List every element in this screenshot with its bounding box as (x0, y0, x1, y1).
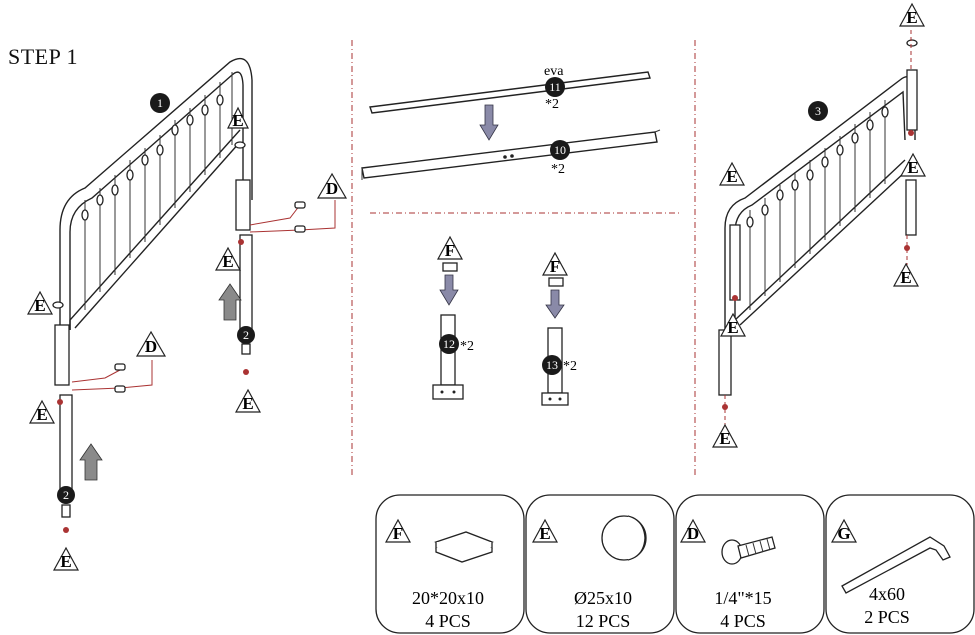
part-box-e: E Ø25x10 12 PCS (525, 494, 675, 634)
part-number-2b: 2 (63, 488, 69, 502)
rail-11: 11 eva *2 (369, 64, 651, 114)
part-box-d: D 1/4"*15 4 PCS (675, 494, 825, 634)
svg-text:10: 10 (554, 143, 566, 157)
svg-text:eva: eva (544, 64, 564, 79)
left-e-label-left: E (26, 290, 54, 315)
right-e-label-foot: E (711, 423, 739, 448)
svg-text:11: 11 (549, 80, 561, 94)
part-box-f: F 20*20x10 4 PCS (375, 494, 525, 634)
svg-text:E: E (60, 552, 71, 571)
svg-text:E: E (727, 318, 738, 337)
svg-text:2 PCS: 2 PCS (864, 607, 910, 627)
svg-text:E: E (906, 8, 917, 27)
part-number-3: 3 (808, 101, 828, 121)
allen-key-icon (841, 536, 951, 594)
svg-text:20*20x10: 20*20x10 (412, 588, 484, 608)
svg-text:12: 12 (443, 337, 455, 351)
svg-text:D: D (687, 524, 699, 543)
right-e-label-post: E (892, 262, 920, 287)
left-e-label-mid: E (214, 246, 242, 271)
svg-text:F: F (550, 257, 560, 276)
svg-text:1/4"*15: 1/4"*15 (714, 588, 771, 608)
svg-text:2: 2 (63, 488, 69, 502)
svg-text:F: F (393, 524, 403, 543)
svg-text:4x60: 4x60 (869, 584, 905, 604)
svg-text:*2: *2 (545, 97, 559, 112)
svg-text:E: E (36, 405, 47, 424)
bolt-icon (721, 536, 776, 565)
left-e-label-low: E (28, 399, 56, 424)
svg-text:4 PCS: 4 PCS (720, 611, 766, 631)
part-box-g: G 4x60 2 PCS (825, 494, 975, 634)
left-e-label-foot: E (52, 546, 80, 571)
rail-10: 10 *2 (361, 129, 661, 180)
right-e-label-left-top: E (718, 161, 746, 186)
right-footboard (718, 30, 918, 430)
right-e-label-mid: E (899, 152, 927, 177)
svg-text:D: D (145, 337, 157, 356)
left-e-label-bottom: E (234, 388, 262, 413)
svg-text:E: E (232, 111, 243, 130)
left-e-label-top: E (227, 106, 249, 130)
round-cap-icon (601, 515, 647, 561)
square-pad-icon (434, 531, 494, 563)
svg-text:3: 3 (815, 104, 821, 118)
svg-text:*2: *2 (460, 339, 474, 354)
svg-text:13: 13 (546, 358, 558, 372)
right-e-label-left-mid: E (719, 312, 747, 337)
svg-text:E: E (222, 252, 233, 271)
svg-text:E: E (242, 394, 253, 413)
svg-text:1: 1 (157, 96, 163, 110)
leg-12: F 12 *2 (432, 235, 474, 400)
svg-text:4 PCS: 4 PCS (425, 611, 471, 631)
leg-13: F 13 *2 (541, 251, 577, 406)
svg-text:2: 2 (243, 328, 249, 342)
svg-text:12 PCS: 12 PCS (576, 611, 631, 631)
svg-text:G: G (837, 524, 850, 543)
svg-text:*2: *2 (563, 359, 577, 374)
part-number-2a: 2 (243, 328, 249, 342)
svg-text:*2: *2 (551, 162, 565, 177)
svg-text:E: E (900, 268, 911, 287)
svg-text:F: F (445, 241, 455, 260)
left-headboard (52, 57, 336, 533)
left-d-label-right: D (316, 172, 348, 199)
svg-text:D: D (326, 179, 338, 198)
right-e-label-top: E (898, 2, 926, 27)
svg-text:E: E (34, 296, 45, 315)
svg-text:E: E (726, 167, 737, 186)
part-number-1: 1 (150, 93, 170, 113)
left-d-label-left: D (135, 330, 167, 357)
svg-text:E: E (907, 158, 918, 177)
svg-text:E: E (539, 524, 550, 543)
step-title: STEP 1 (8, 44, 79, 69)
svg-text:Ø25x10: Ø25x10 (574, 588, 632, 608)
svg-text:E: E (719, 429, 730, 448)
